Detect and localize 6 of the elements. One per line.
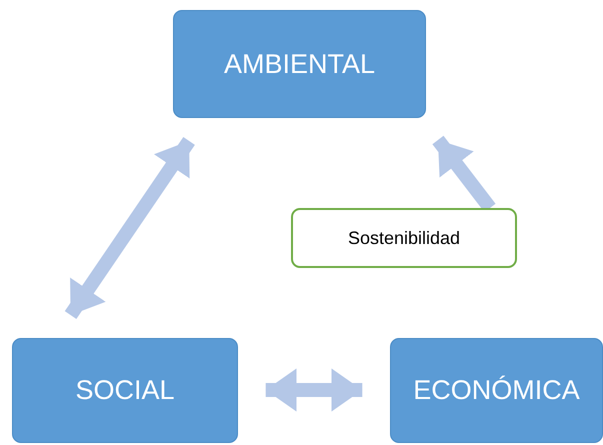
double-arrow: [64, 136, 195, 320]
double-arrow: [266, 368, 362, 412]
process-box: SOCIAL: [12, 338, 238, 443]
note-box: Sostenibilidad: [291, 208, 517, 268]
process-box: AMBIENTAL: [173, 10, 426, 118]
process-box: ECONÓMICA: [390, 338, 603, 443]
